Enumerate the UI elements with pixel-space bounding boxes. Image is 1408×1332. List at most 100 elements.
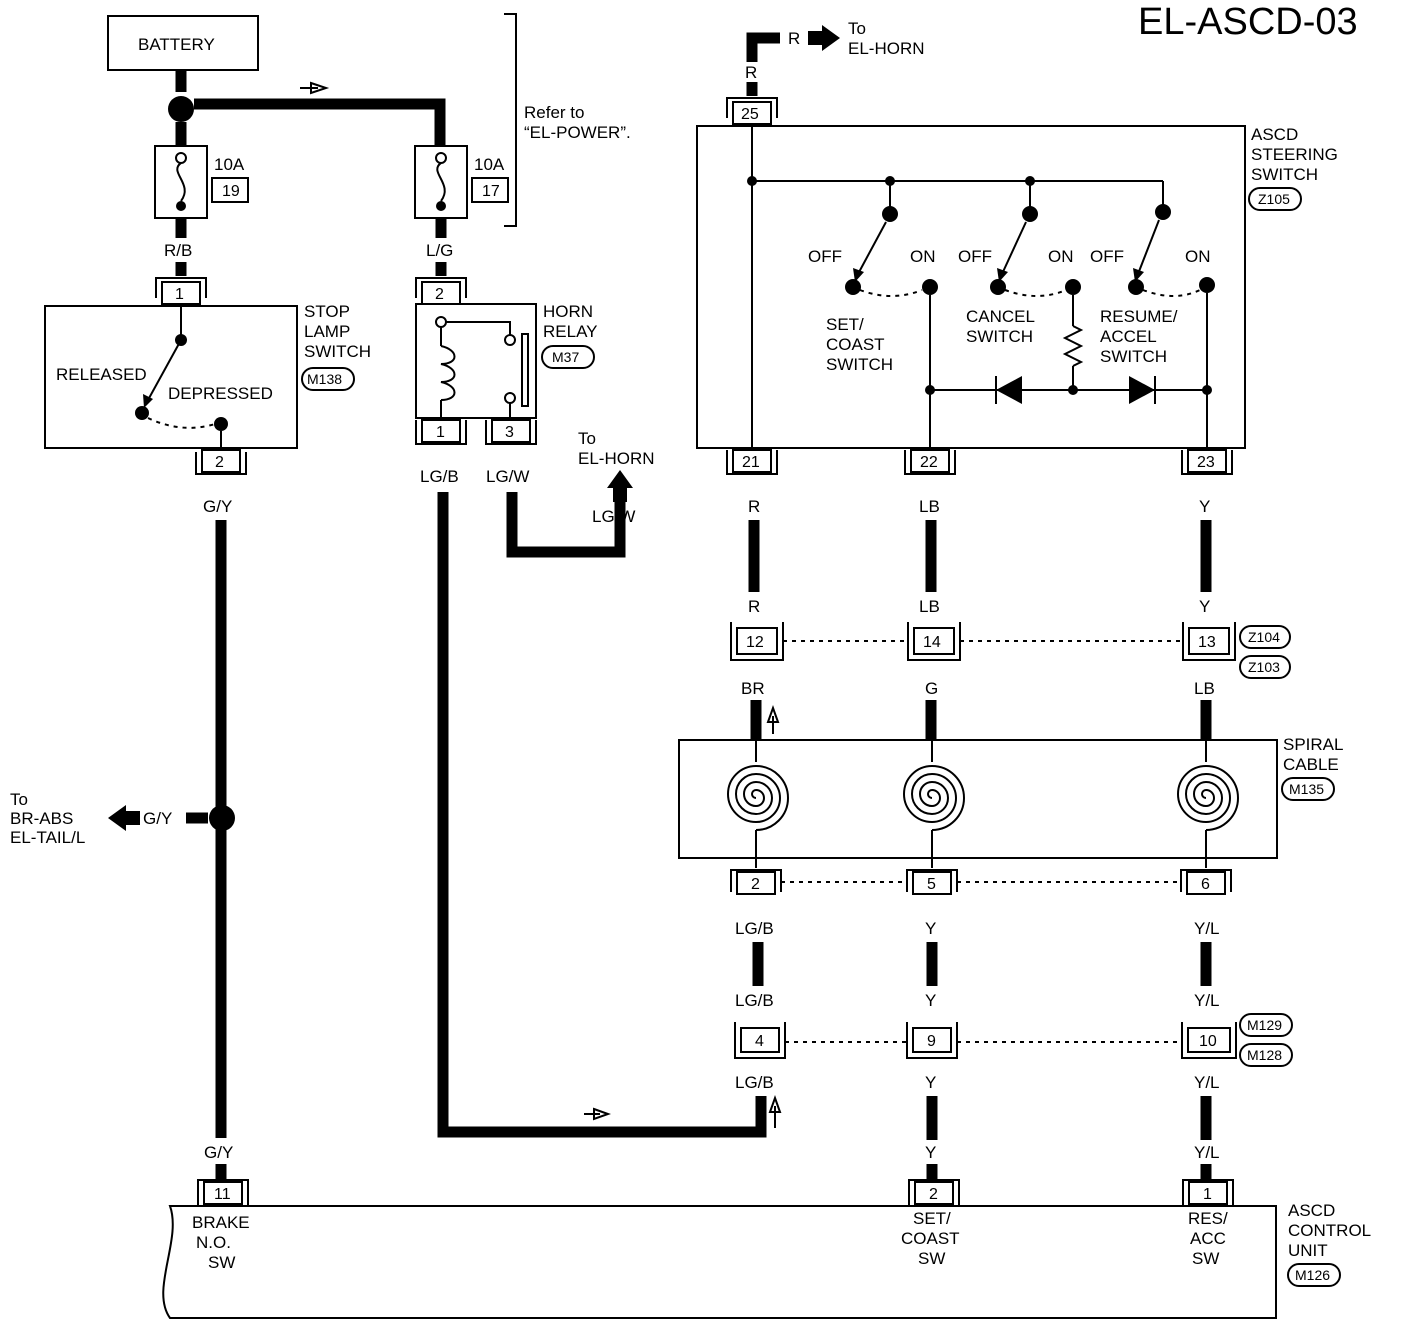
steering-name-3: SWITCH	[1251, 165, 1318, 184]
control-pin-1: 1	[1203, 1186, 1212, 1203]
to-el-horn-top-line1: To	[848, 19, 866, 38]
diagram-title: EL-ASCD-03	[1138, 1, 1358, 43]
wire-label-y-4: Y	[925, 991, 936, 1010]
wire-label-lb-2: LB	[919, 597, 940, 616]
wire-label-y-l-3: Y/L	[1194, 1073, 1220, 1092]
wire-label-y-1: Y	[1199, 497, 1210, 516]
fuse-17-number: 17	[482, 183, 500, 200]
control-pin-11: 11	[214, 1186, 231, 1203]
wire-label-g-y-bottom: G/Y	[204, 1143, 233, 1162]
cancel-switch-2: SWITCH	[966, 327, 1033, 346]
z103-label: Z103	[1248, 659, 1280, 675]
wire-label-lb-3: LB	[1194, 679, 1215, 698]
control-pin-2: 2	[929, 1186, 938, 1203]
horn-relay-name-1: HORN	[543, 302, 593, 321]
spiral-coil-3	[1177, 740, 1239, 868]
to-el-horn-top-arrow	[808, 25, 840, 51]
wire-label-lg-b-2: LG/B	[735, 991, 774, 1010]
steering-pin-25: 25	[741, 106, 759, 123]
fuse-17-rating: 10A	[474, 155, 505, 174]
refer-note-line1: Refer to	[524, 103, 584, 122]
control-unit-name-2: CONTROL	[1288, 1221, 1371, 1240]
switch1-off: OFF	[808, 247, 842, 266]
stop-lamp-connector: M138	[307, 371, 342, 387]
to-el-horn-mid-line2: EL-HORN	[578, 449, 655, 468]
brake-label-2: N.O.	[196, 1233, 231, 1252]
m128-label: M128	[1247, 1047, 1282, 1063]
steering-pin-22: 22	[920, 454, 938, 471]
wire-label-lg-b-1: LG/B	[735, 919, 774, 938]
wire-label-y-6: Y	[925, 1143, 936, 1162]
set-coast-switch-3: SWITCH	[826, 355, 893, 374]
fuse-19-number: 19	[222, 183, 240, 200]
to-el-horn-mid-arrow	[607, 470, 633, 502]
control-unit-name-1: ASCD	[1288, 1201, 1335, 1220]
released-label: RELEASED	[56, 365, 147, 384]
fuse-19-rating: 10A	[214, 155, 245, 174]
to-el-horn-mid-wire: LG/W	[592, 507, 635, 526]
to-el-horn-mid-line1: To	[578, 429, 596, 448]
spiral-coil-2	[903, 740, 965, 868]
to-br-abs-line1: To	[10, 790, 28, 809]
steering-name-1: ASCD	[1251, 125, 1298, 144]
refer-bracket	[504, 13, 517, 227]
set-coast-switch-2: COAST	[826, 335, 885, 354]
switch2-on: ON	[1048, 247, 1074, 266]
to-br-abs-arrow	[108, 805, 140, 831]
ascd-steering-switch: 25	[696, 97, 1338, 475]
horn-relay-name-2: RELAY	[543, 322, 598, 341]
to-el-horn-top-line2: EL-HORN	[848, 39, 925, 58]
junction-connector-z104: 12 14 13 Z104 Z103	[730, 622, 1291, 679]
wire-label-g-y-top: G/Y	[203, 497, 232, 516]
lg-b-up-arrow	[768, 1095, 782, 1128]
wire-label-y-5: Y	[925, 1073, 936, 1092]
steering-name-2: STEERING	[1251, 145, 1338, 164]
stop-lamp-name-1: STOP	[304, 302, 350, 321]
set-coast-sw-1: SET/	[913, 1209, 951, 1228]
to-el-horn-top-wire: R	[788, 29, 800, 48]
brake-label-1: BRAKE	[192, 1213, 250, 1232]
spiral-cable-name-2: CABLE	[1283, 755, 1339, 774]
wire-label-y-l-1: Y/L	[1194, 919, 1220, 938]
switch3-on: ON	[1185, 247, 1211, 266]
brake-label-3: SW	[208, 1253, 235, 1272]
lg-b-flow-arrow	[584, 1107, 611, 1121]
spiral-cable: SPIRAL CABLE M135	[678, 735, 1343, 868]
wire-label-g: G	[925, 679, 938, 698]
switch1-on: ON	[910, 247, 936, 266]
res-acc-sw-2: ACC	[1190, 1229, 1226, 1248]
to-br-abs-line3: EL-TAIL/L	[10, 828, 85, 847]
m129-label: M129	[1247, 1017, 1282, 1033]
ascd-control-unit: 11 2 1 BRAKE N.O. SW SET/ COAST SW RES/ …	[162, 1179, 1371, 1319]
steering-pin-21: 21	[742, 454, 760, 471]
wire-label-r-2: R	[748, 597, 760, 616]
m129-pin-9: 9	[927, 1033, 936, 1050]
steering-connector: Z105	[1258, 191, 1290, 207]
spiral-pin-5: 5	[927, 876, 936, 893]
stop-lamp-name-2: LAMP	[304, 322, 350, 341]
control-unit-name-3: UNIT	[1288, 1241, 1328, 1260]
mid-connector-m129: 4 9 10 M129 M128	[734, 1013, 1293, 1067]
spiral-bottom-connector: 2 5 6	[730, 869, 1232, 895]
set-coast-switch-1: SET/	[826, 315, 864, 334]
cancel-switch-1: CANCEL	[966, 307, 1035, 326]
stop-lamp-pin-2: 2	[215, 454, 224, 471]
switch3-off: OFF	[1090, 247, 1124, 266]
resume-switch-2: ACCEL	[1100, 327, 1157, 346]
battery: BATTERY	[107, 15, 259, 71]
to-br-abs-line2: BR-ABS	[10, 809, 73, 828]
to-br-abs-wire: G/Y	[143, 809, 172, 828]
refer-note-line2: “EL-POWER”.	[524, 123, 631, 142]
fuse-17: 10A 17	[414, 145, 509, 219]
horn-relay-pin-3: 3	[505, 424, 514, 441]
m129-pin-4: 4	[755, 1033, 764, 1050]
horn-relay: 2 1 3 HORN RELAY M37	[415, 277, 598, 445]
wire-label-lg-b-relay: LG/B	[420, 467, 459, 486]
wire-label-lb-1: LB	[919, 497, 940, 516]
spiral-pin-6: 6	[1201, 876, 1210, 893]
res-acc-sw-1: RES/	[1188, 1209, 1228, 1228]
switch2-off: OFF	[958, 247, 992, 266]
control-unit-connector: M126	[1295, 1267, 1330, 1283]
resume-switch-1: RESUME/	[1100, 307, 1178, 326]
horn-relay-pin-2: 2	[435, 286, 444, 303]
